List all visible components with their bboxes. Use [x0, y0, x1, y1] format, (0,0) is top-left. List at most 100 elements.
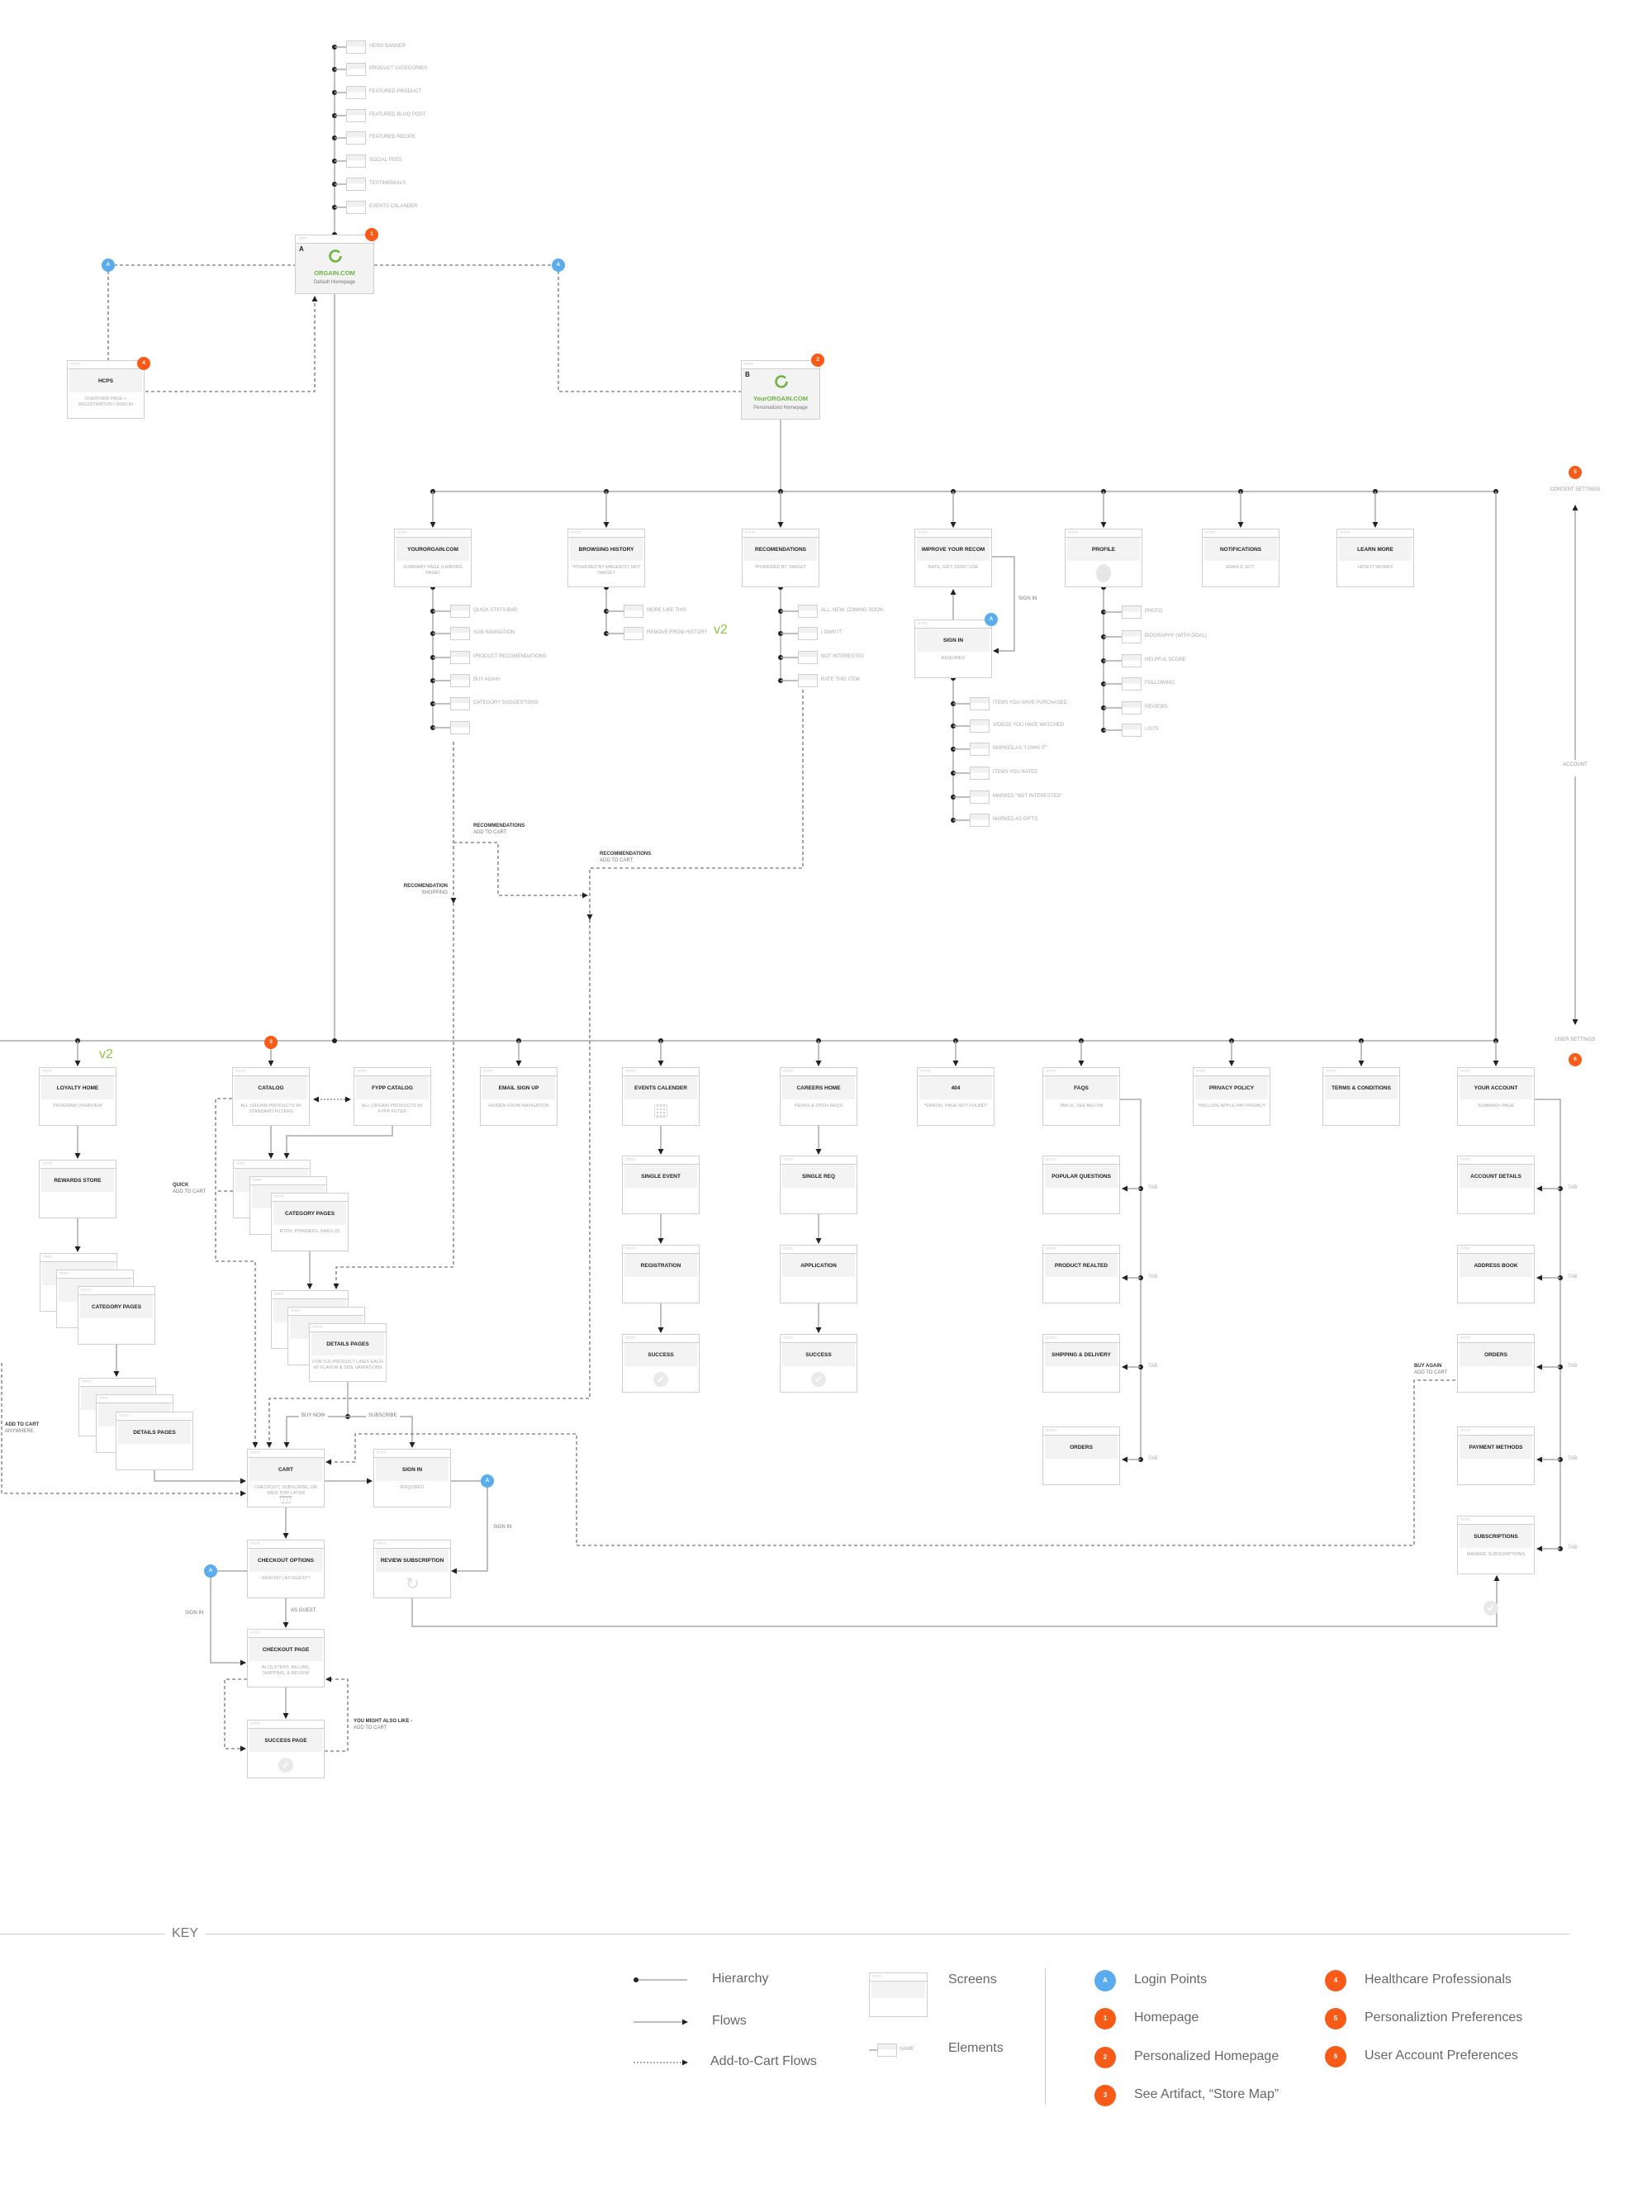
element-box — [970, 743, 990, 756]
screen-header: CHECKOUT PAGE — [249, 1638, 322, 1661]
screen-events-success: ○○○SUCCESS✓ — [622, 1334, 700, 1393]
screen-subtitle: TAB UI, SEE BELOW — [1059, 1104, 1104, 1108]
screen-header: TERMS & CONDITIONS — [1325, 1076, 1398, 1099]
window-dots-icon: ○○○ — [248, 1450, 324, 1458]
screen-subtitle: RTDS, POWDERS, BARS (3) — [279, 1229, 340, 1234]
screen-title: POPULAR QUESTIONS — [1051, 1173, 1111, 1180]
checkmark-icon: ✓ — [278, 1758, 293, 1773]
flow-arrow — [348, 1416, 415, 1448]
brand-name: YourORGAIN.COM — [752, 395, 809, 402]
screen-title: FAQS — [1074, 1085, 1089, 1091]
window-dots-icon: ○○○ — [781, 1246, 857, 1254]
screen-title: TERMS & CONDITIONS — [1332, 1085, 1391, 1091]
screen-title: REVIEW SUBSCRIPTION — [380, 1557, 444, 1564]
screen-subtitle: MANAGE SUBSCRIPTIONS — [1466, 1552, 1526, 1557]
element-box — [450, 627, 470, 640]
element-label: MARKED "NOT INTERESTED" — [993, 794, 1062, 799]
window-dots-icon: ○○○ — [374, 1540, 450, 1549]
window-dots-icon: ○○○ — [1043, 1068, 1119, 1076]
screen-title: EMAIL SIGN UP — [498, 1085, 539, 1091]
screen-single-req: ○○○SINGLE REQ — [780, 1156, 857, 1214]
screen-subtitle: HOW IT WORKS — [1357, 565, 1393, 570]
window-dots-icon: ○○○ — [234, 1161, 310, 1169]
key-badge: 4 — [1325, 1970, 1346, 1991]
window-dots-icon: ○○○ — [781, 1068, 857, 1076]
screen-header: ADDRESS BOOK — [1460, 1254, 1532, 1277]
screen-subtitle: REQUIRED — [941, 656, 966, 661]
screen-title: ORDERS — [1484, 1351, 1507, 1358]
window-dots-icon: ○○○ — [248, 1721, 324, 1729]
flow-label-title: ADD TO CART — [5, 1422, 40, 1427]
screen-title: PRODUCT REALTED — [1054, 1262, 1108, 1269]
store-map-badge: 3 — [264, 1036, 278, 1049]
flow-label-title: QUICK — [173, 1183, 189, 1188]
screen-subtitle: ALL ORGAIN PRODUCTS W/ STANDARD FILTERS — [240, 1104, 301, 1115]
flow-label-title: YOU MIGHT ALSO LIKE - — [354, 1719, 413, 1724]
screen-title: NOTIFICATIONS — [1219, 546, 1262, 553]
window-dots-icon: ○○○ — [40, 1161, 116, 1169]
screen-title: SUCCESS — [648, 1351, 674, 1358]
screen-title: IMPROVE YOUR RECOM — [921, 546, 985, 553]
window-dots-icon: ○○○ — [272, 1194, 348, 1202]
element-box — [970, 719, 990, 733]
flow-label: SUBSCRIBE — [366, 1413, 400, 1420]
version-tag: v2 — [714, 623, 728, 637]
element-label: MARKED AS GIFTS — [993, 817, 1038, 822]
add-to-cart-flow-line — [586, 690, 804, 920]
screen-title: CATEGORY PAGES — [91, 1303, 142, 1310]
screen-header: CART — [249, 1458, 322, 1481]
screen-application: ○○○APPLICATION — [780, 1245, 857, 1303]
key-element-sample — [877, 2043, 897, 2057]
screen-header: SUCCESS — [624, 1343, 697, 1366]
window-dots-icon: ○○○ — [374, 1450, 450, 1458]
window-dots-icon: ○○○ — [248, 1630, 324, 1638]
window-dots-icon: ○○○ — [116, 1412, 192, 1421]
key-badge-label: See Artifact, “Store Map” — [1134, 2087, 1279, 2101]
element-box — [798, 674, 818, 687]
orgain-logo-icon — [774, 374, 789, 393]
element-label: VIDEOS YOU HAVE WATCHED — [993, 723, 1065, 728]
login-point-badge: A — [481, 1474, 494, 1488]
key-elements-label: Elements — [948, 2041, 1004, 2055]
flow-arrow — [411, 1575, 1500, 1627]
element-box — [798, 651, 818, 664]
key-element-name: NAME — [900, 2047, 914, 2052]
screen-title: PROFILE — [1091, 546, 1116, 553]
screen-subtitle: SIGN IN? | AS GUEST? — [261, 1576, 311, 1581]
flow-label-title: RECOMMENDATIONS — [473, 824, 525, 828]
flow-label-title: RECOMENDATION — [403, 884, 448, 889]
homepage-section-label: EVENTS CALANDER — [369, 204, 418, 209]
screen-title: SUCCESS — [805, 1351, 832, 1358]
screen-single-event: ○○○SINGLE EVENT — [622, 1156, 700, 1214]
homepage-badge: 1 — [365, 228, 378, 241]
screen-account-orders: ○○○ORDERS — [1457, 1334, 1535, 1393]
flow-arrow — [992, 556, 1015, 654]
add-to-cart-flow-line — [1, 1363, 246, 1497]
add-to-cart-flow-line — [558, 265, 741, 392]
screen-title: SINGLE REQ — [801, 1173, 836, 1180]
screen-title: BROWSING HISTORY — [578, 546, 634, 553]
homepage-section-label: FEATURED RECIPE — [369, 135, 415, 140]
screen-subtitle: PERKS & OPEN REQS — [794, 1104, 843, 1108]
key-badge: A — [1094, 1970, 1116, 1991]
flow-label: AS GUEST — [291, 1608, 316, 1613]
element-label: PRODUCT RECOMENDATIONS — [473, 654, 547, 659]
key-badge-label: Homepage — [1134, 2010, 1199, 2025]
screen-header: CATEGORY PAGES — [273, 1202, 346, 1225]
element-box — [970, 767, 990, 780]
window-dots-icon: ○○○ — [233, 1068, 309, 1076]
flow-label-title: RECOMMENDATIONS — [600, 852, 652, 857]
screen-subtitle: SUMMARY PAGE (LANDING PAGE) — [402, 565, 463, 577]
window-dots-icon: ○○○ — [97, 1395, 173, 1403]
hcps-badge: 4 — [137, 357, 150, 370]
homepage-section-label: HERO BANNER — [369, 44, 406, 49]
window-dots-icon: ○○○ — [1458, 1068, 1534, 1076]
screen-subtitle: SUMMARY PAGE — [1477, 1104, 1515, 1108]
element-label: BIOGRAPHY (WITH GOAL) — [1145, 634, 1207, 638]
screen-header: DETAILS PAGES — [311, 1332, 384, 1355]
screen-success-page: ○○○SUCCESS PAGE✓ — [247, 1720, 325, 1778]
screen-title: CHECKOUT OPTIONS — [258, 1557, 314, 1564]
